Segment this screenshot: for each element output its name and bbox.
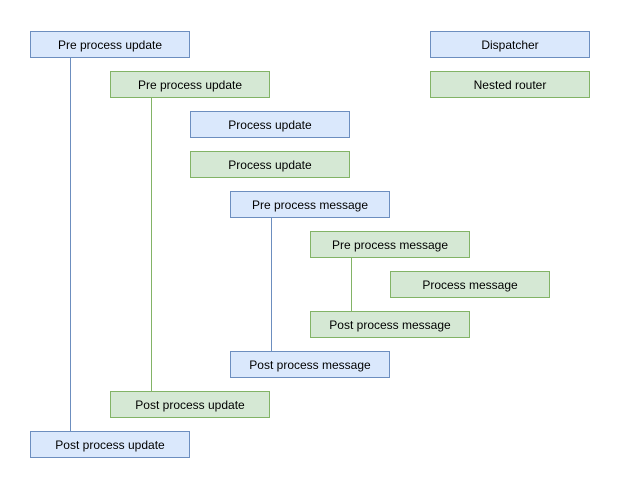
- connector-line-nested-router-message: [351, 258, 352, 312]
- node-pre-process-update-nested-router[interactable]: Pre process update: [110, 71, 270, 98]
- node-post-process-update-nested-router[interactable]: Post process update: [110, 391, 270, 418]
- node-process-update-nested-router[interactable]: Process update: [190, 151, 350, 178]
- node-process-update-dispatcher[interactable]: Process update: [190, 111, 350, 138]
- connector-line-dispatcher-message: [271, 218, 272, 352]
- node-post-process-message-nested-router[interactable]: Post process message: [310, 311, 470, 338]
- connector-line-nested-router-update: [151, 98, 152, 392]
- node-pre-process-message-dispatcher[interactable]: Pre process message: [230, 191, 390, 218]
- node-post-process-update-dispatcher[interactable]: Post process update: [30, 431, 190, 458]
- node-pre-process-update-dispatcher[interactable]: Pre process update: [30, 31, 190, 58]
- legend-item-nested-router: Nested router: [430, 71, 590, 98]
- legend-item-dispatcher: Dispatcher: [430, 31, 590, 58]
- node-post-process-message-dispatcher[interactable]: Post process message: [230, 351, 390, 378]
- node-pre-process-message-nested-router[interactable]: Pre process message: [310, 231, 470, 258]
- connector-line-dispatcher-update: [70, 58, 71, 432]
- node-process-message-nested-router[interactable]: Process message: [390, 271, 550, 298]
